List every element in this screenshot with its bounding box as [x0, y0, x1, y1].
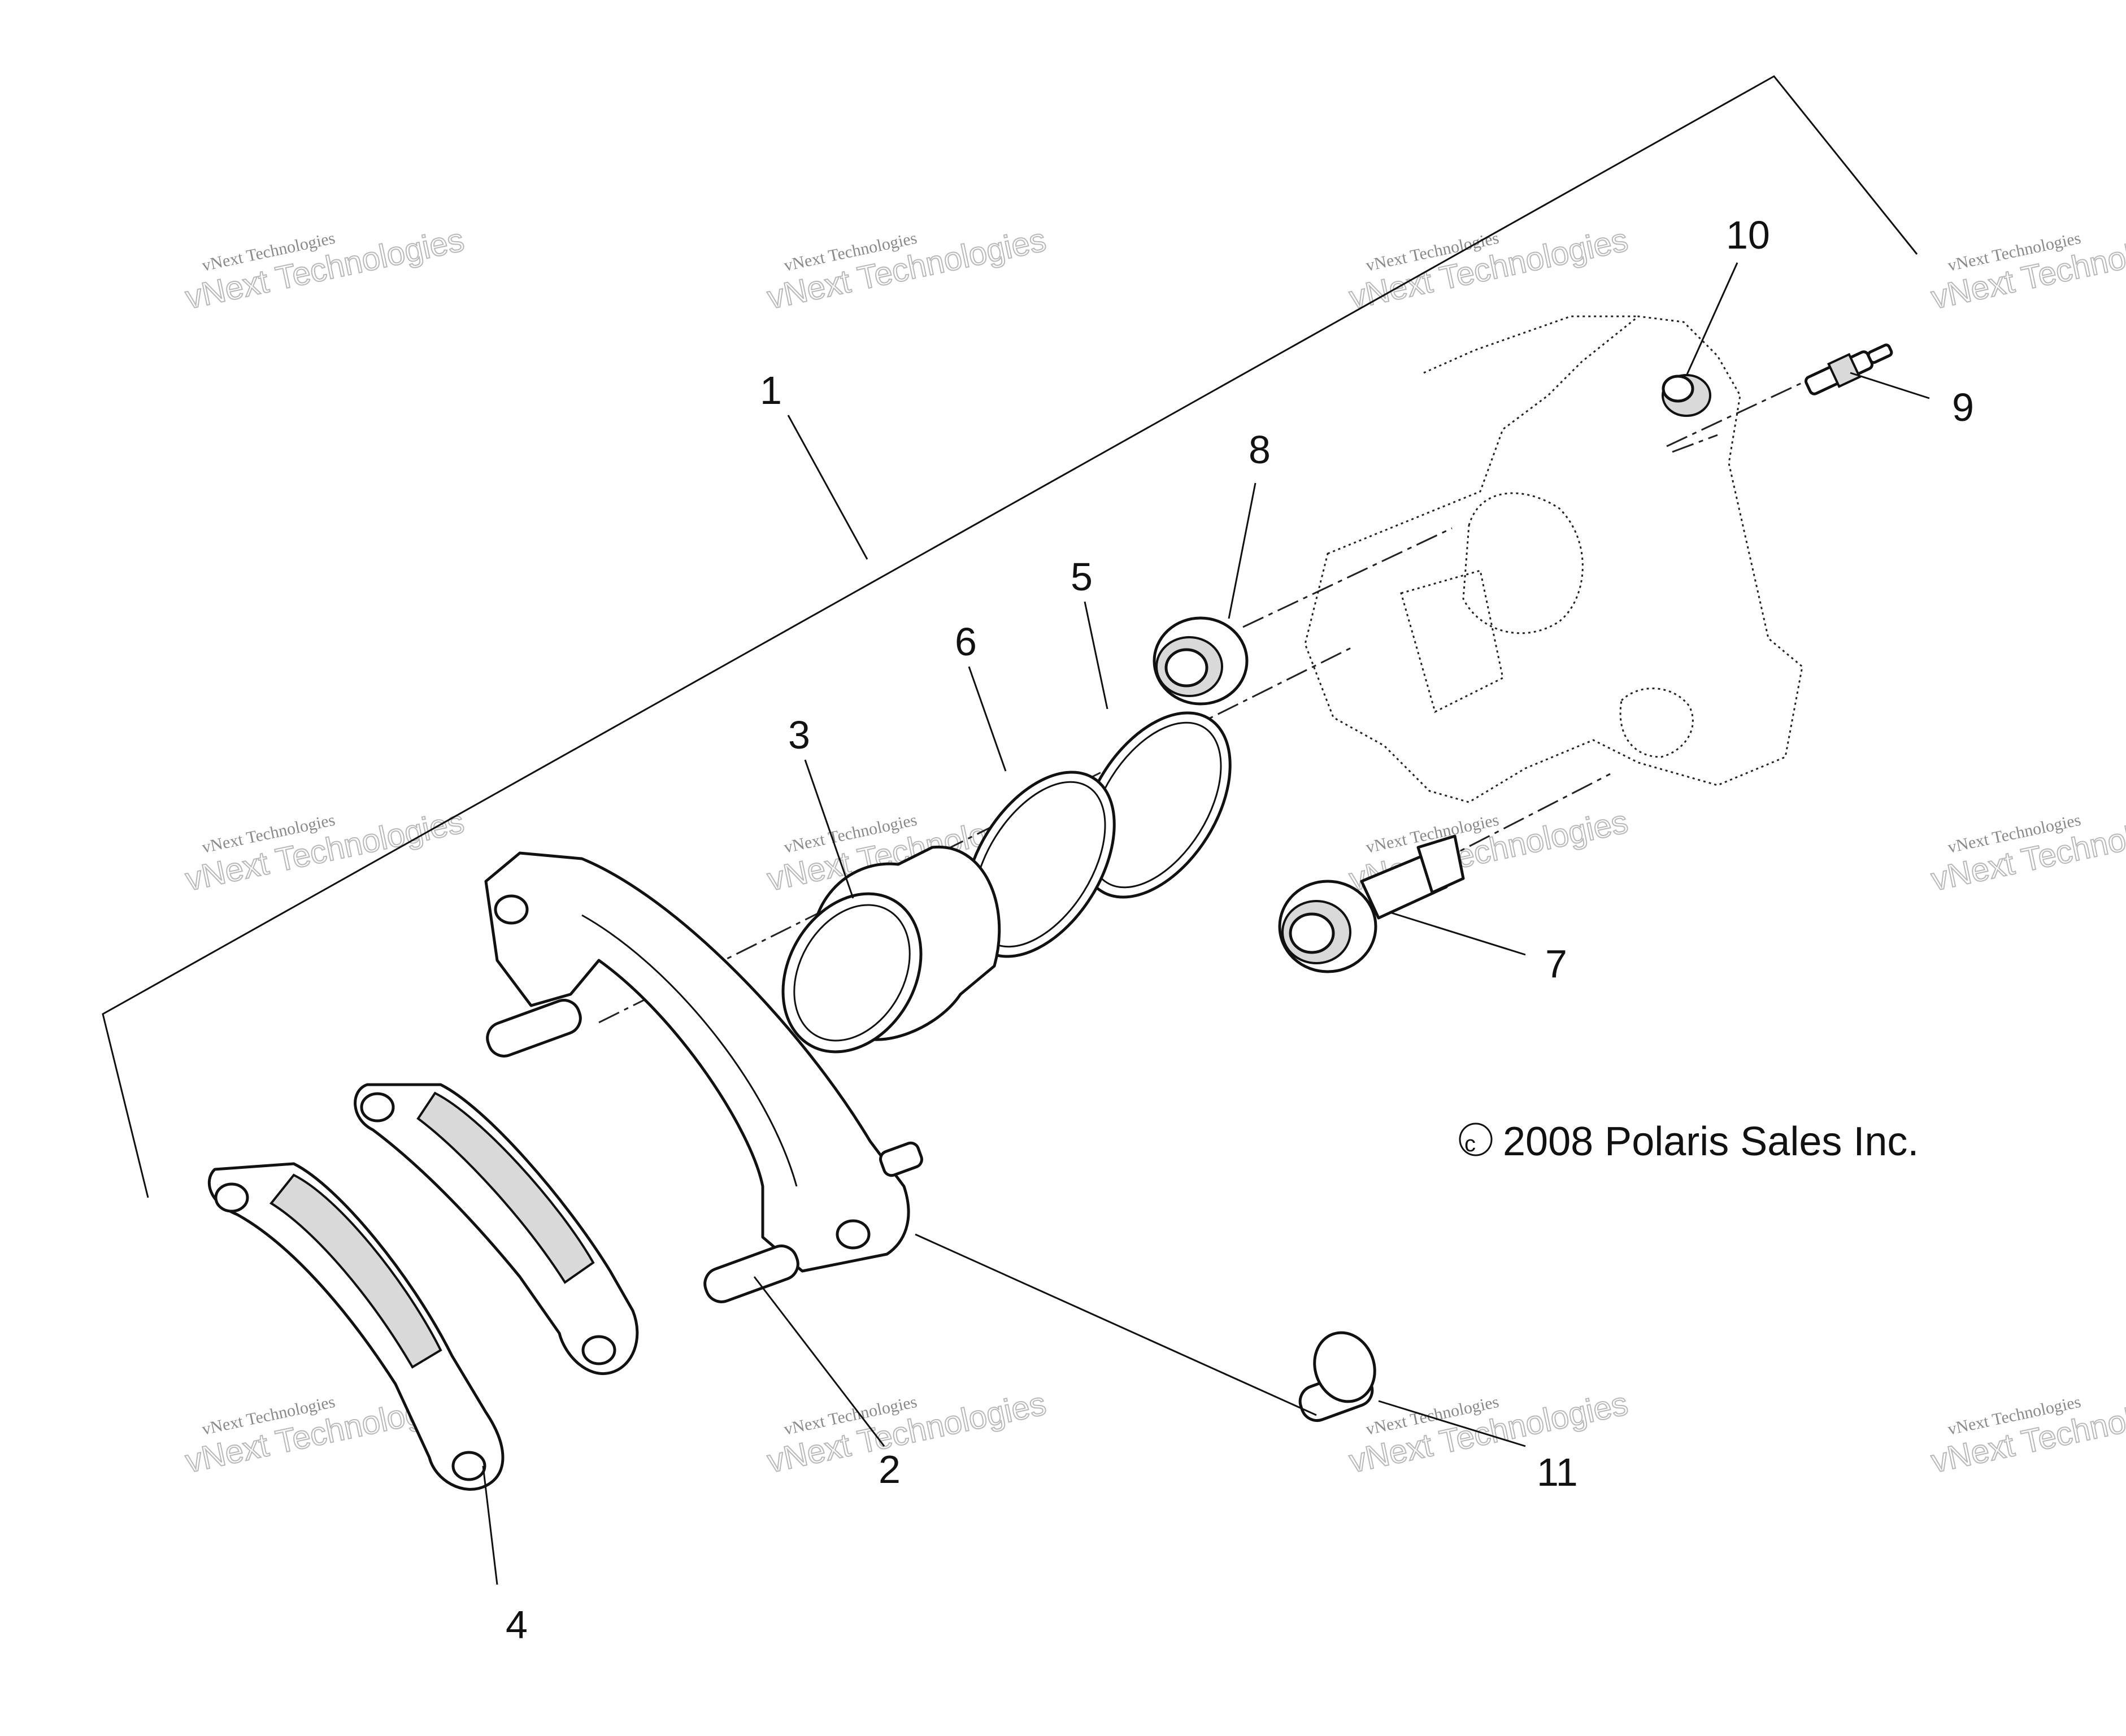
- caliper-bracket-inner-edge: [581, 914, 798, 1187]
- leader-line-2: [753, 1276, 885, 1447]
- bleeder-screw-tip: [1867, 343, 1893, 364]
- brake-pad-outer-plate: [207, 1162, 505, 1491]
- bracket-pin-right: [879, 1141, 923, 1177]
- leader-line-4: [482, 1465, 498, 1585]
- caliper-bracket-hole-lower: [836, 1219, 871, 1250]
- brake-pad-inner-plate: [354, 1083, 639, 1375]
- watermark: vNext Technologies vNext Technologies: [764, 1385, 1050, 1481]
- seal-axis-line: [1242, 527, 1453, 628]
- assembly-bracket-line: [102, 75, 1918, 1198]
- bleeder-cap: [1662, 374, 1711, 417]
- slide-pin: [1278, 834, 1465, 973]
- brake-pad-outer: [207, 1162, 505, 1491]
- piston-face-outer: [781, 892, 923, 1054]
- copyright-symbol: c: [1464, 1132, 1476, 1156]
- leader-lines: [482, 262, 1930, 1585]
- leader-line-bolt-to-bracket: [915, 1233, 1317, 1416]
- caliper-ear-outline: [1619, 688, 1694, 758]
- callout-9: 9: [1952, 385, 1974, 429]
- brake-pad-inner-hole-lower: [581, 1335, 616, 1365]
- caliper-housing: [1304, 315, 1803, 803]
- mounting-bolt: [1298, 1331, 1376, 1422]
- callout-10: 10: [1726, 213, 1770, 257]
- copyright-text: 2008 Polaris Sales Inc.: [1503, 1119, 1919, 1164]
- bleeder-cap-top: [1662, 375, 1694, 403]
- callout-4: 4: [506, 1603, 528, 1647]
- watermark: vNext Technologies vNext Technologies: [182, 221, 468, 317]
- brake-pad-inner-friction: [416, 1091, 595, 1284]
- large-oring-inner: [1089, 721, 1222, 889]
- leader-line-7: [1389, 911, 1526, 956]
- piston: [781, 845, 1001, 1054]
- brake-pad-outer-friction: [269, 1173, 442, 1369]
- brake-pad-inner: [354, 1083, 639, 1375]
- slide-pin-head: [1416, 834, 1465, 894]
- watermark: vNext Technologies vNext Technologies: [182, 803, 468, 899]
- large-oring: [1079, 711, 1232, 899]
- assembly-bracket: [102, 75, 1918, 1198]
- caliper-top-outline: [1423, 315, 1638, 374]
- main-axis-line: [598, 646, 1354, 1024]
- watermark: vNext Technologies vNext Technologies: [1928, 803, 2126, 899]
- brake-pad-outer-hole-lower: [451, 1451, 486, 1481]
- leader-line-8: [1228, 482, 1257, 619]
- piston-boot: [1153, 616, 1249, 706]
- caliper-bore-outline: [1462, 492, 1584, 634]
- caliper-housing-outline: [1304, 315, 1803, 803]
- watermark: vNext Technologies vNext Technologies: [1346, 221, 1632, 317]
- bleeder-screw: [1804, 343, 1893, 395]
- slide-pin-boot-inner: [1289, 912, 1335, 954]
- callout-6: 6: [955, 620, 977, 664]
- callout-2: 2: [879, 1447, 901, 1491]
- small-oring: [963, 771, 1116, 958]
- leader-line-1: [787, 415, 868, 560]
- callout-3: 3: [788, 713, 810, 757]
- callout-1: 1: [760, 368, 782, 412]
- bracket-pin-lower: [703, 1245, 799, 1303]
- copyright-circle-icon: [1459, 1122, 1493, 1156]
- watermark: vNext Technologies vNext Technologies: [764, 221, 1050, 317]
- leader-line-11: [1378, 1400, 1526, 1447]
- callout-7: 7: [1545, 942, 1567, 986]
- mounting-bolt-head: [1313, 1331, 1376, 1403]
- caliper-bracket: [484, 851, 923, 1303]
- large-oring-outer: [1079, 711, 1232, 899]
- callout-labels: 1 2 3 4 5 6 7 8 9 10 11: [506, 213, 1974, 1647]
- caliper-inner-outline: [1400, 569, 1504, 713]
- leader-line-9: [1850, 372, 1930, 399]
- brake-pad-inner-hole-upper: [360, 1092, 395, 1122]
- piston-face-inner: [793, 904, 911, 1042]
- watermark: vNext Technologies vNext Technologies: [1346, 1385, 1632, 1481]
- caliper-bracket-hole-upper: [494, 894, 529, 925]
- caliper-bracket-body: [484, 851, 910, 1273]
- callout-8: 8: [1249, 428, 1271, 472]
- watermark: vNext Technologies vNext Technologies: [1928, 1385, 2126, 1481]
- leader-line-5: [1084, 601, 1108, 710]
- callout-5: 5: [1071, 555, 1093, 599]
- leader-line-3: [804, 759, 854, 899]
- watermark: vNext Technologies vNext Technologies: [1928, 221, 2126, 317]
- callout-11: 11: [1537, 1450, 1578, 1494]
- bracket-pin-upper: [486, 999, 582, 1058]
- leader-line-6: [968, 666, 1007, 772]
- leader-line-10: [1685, 262, 1738, 376]
- copyright-notice: c 2008 Polaris Sales Inc.: [1459, 1119, 1919, 1164]
- bleeder-screw-hex: [1827, 353, 1862, 388]
- brake-pad-outer-hole-upper: [214, 1182, 249, 1213]
- piston-boot-inner: [1164, 648, 1208, 688]
- bleeder-axis-line: [1672, 434, 1718, 453]
